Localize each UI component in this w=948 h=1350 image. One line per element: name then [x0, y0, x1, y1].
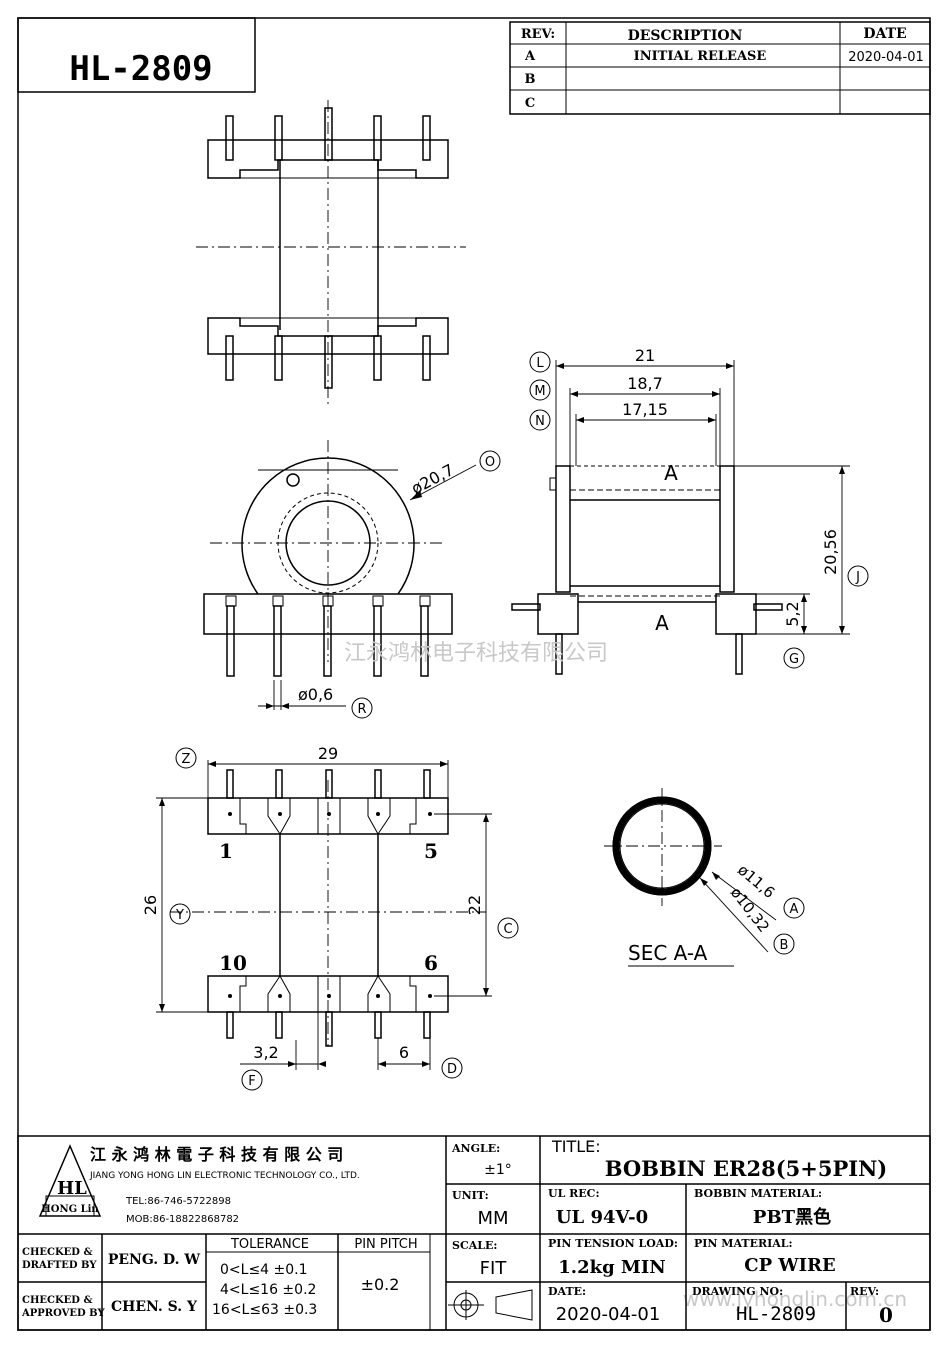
section-a-bottom: A [655, 611, 669, 635]
rev-row-a-date: 2020-04-01 [848, 50, 924, 65]
balloon-z: Z [182, 752, 191, 767]
section-a-top: A [664, 461, 678, 485]
dim-18-7: 18,7 [627, 374, 663, 393]
watermark-url: www.jyhonglin.com.cn [683, 1287, 907, 1311]
pin-10-label: 10 [219, 951, 247, 975]
balloon-g: G [789, 652, 799, 667]
ul-rec-value: UL 94V-0 [556, 1207, 648, 1228]
dim-26: 26 [141, 895, 160, 915]
balloon-y: Y [175, 908, 184, 923]
dim-22: 22 [465, 895, 484, 915]
logo-sub: HONG Lin [41, 1204, 99, 1215]
bobbin-material-label: BOBBIN MATERIAL: [694, 1187, 822, 1200]
tolerance-row-1: 0<L≤4 ±0.1 [220, 1262, 308, 1278]
pin-1-label: 1 [219, 839, 233, 863]
unit-label: UNIT: [452, 1189, 489, 1202]
company-logo: HL HONG Lin [38, 1144, 102, 1217]
balloon-m: M [534, 384, 545, 399]
balloon-a: A [790, 902, 799, 917]
part-number: HL-2809 [69, 49, 212, 89]
checked-approved-label-1: CHECKED & [22, 1295, 92, 1306]
dim-3-2: 3,2 [253, 1043, 278, 1062]
company-tel: TEL:86-746-5722898 [125, 1196, 231, 1207]
bottom-view: 1 5 10 6 29 26 22 3,2 [141, 744, 492, 1070]
company-name-cn: 江 永 鸿 林 電 子 科 技 有 限 公 司 [90, 1145, 343, 1164]
dim-6: 6 [399, 1043, 409, 1062]
rev-value: 0 [879, 1303, 893, 1327]
title-label: TITLE: [551, 1137, 601, 1156]
rev-label: REV: [850, 1285, 879, 1298]
tolerance-label: TOLERANCE [230, 1237, 309, 1252]
watermark-cn: 江永鸿林电子科技有限公司 [344, 641, 608, 666]
pin-material-label: PIN MATERIAL: [694, 1237, 793, 1250]
bobbin-material-value: PBT黑色 [753, 1206, 831, 1228]
balloons: L M N O J G R Z Y C F D A B [169, 351, 869, 1091]
drawing-no-value: HL-2809 [736, 1303, 816, 1325]
pin-material-value: CP WIRE [744, 1255, 835, 1276]
part-number-box: HL-2809 [17, 17, 256, 93]
revision-table: REV: DESCRIPTION DATE A INITIAL RELEASE … [509, 21, 931, 115]
scale-label: SCALE: [452, 1239, 497, 1252]
front-view: ø20,7 ø0,6 [203, 440, 477, 710]
tolerance-row-2: 4<L≤16 ±0.2 [220, 1282, 316, 1298]
angle-label: ANGLE: [451, 1142, 500, 1155]
rev-row-b: B [525, 72, 536, 87]
balloon-f: F [248, 1074, 255, 1089]
angle-value: ±1° [484, 1162, 512, 1178]
dim-17-15: 17,15 [622, 400, 668, 419]
section-a-a: ø11,6 ø10,32 SEC A-A [604, 788, 778, 967]
dim-29: 29 [318, 744, 338, 763]
company-name-en: JIANG YONG HONG LIN ELECTRONIC TECHNOLOG… [89, 1171, 360, 1181]
rev-row-a: A [524, 49, 536, 64]
checked-drafted-by: PENG. D. W [108, 1252, 201, 1268]
balloon-l: L [536, 356, 544, 371]
section-label: SEC A-A [628, 941, 708, 965]
pin-5-label: 5 [424, 839, 438, 863]
pin-6-label: 6 [424, 951, 438, 975]
scale-value: FIT [480, 1258, 508, 1279]
title-value: BOBBIN ER28(5+5PIN) [605, 1156, 887, 1181]
balloon-j: J [855, 570, 860, 585]
drawing-no-label: DRAWING NO: [692, 1285, 783, 1298]
date-value: 2020-04-01 [556, 1304, 661, 1325]
projection-symbol-icon [448, 1289, 533, 1321]
pin-pitch-value: ±0.2 [361, 1275, 400, 1294]
title-block: HL HONG Lin 江 永 鸿 林 電 子 科 技 有 限 公 司 JIAN… [17, 1135, 931, 1331]
checked-approved-by: CHEN. S. Y [111, 1299, 198, 1315]
logo-hl: HL [57, 1178, 87, 1199]
date-label: DATE: [548, 1285, 586, 1298]
checked-drafted-label-1: CHECKED & [22, 1247, 92, 1258]
dim-dia-0-6: ø0,6 [298, 685, 333, 704]
balloon-c: C [503, 922, 512, 937]
dim-20-56: 20,56 [821, 529, 840, 575]
dim-5-2: 5,2 [783, 601, 802, 626]
balloon-b: B [780, 938, 789, 953]
unit-value: MM [477, 1208, 508, 1229]
tolerance-row-3: 16<L≤63 ±0.3 [212, 1302, 317, 1318]
sheet-border [17, 17, 931, 1331]
balloon-n: N [535, 414, 545, 429]
balloon-r: R [357, 702, 366, 717]
dim-21: 21 [635, 346, 655, 365]
pin-tension-label: PIN TENSION LOAD: [548, 1237, 678, 1250]
pin-pitch-label: PIN PITCH [354, 1237, 417, 1252]
balloon-o: O [485, 455, 495, 470]
company-mob: MOB:86-18822868782 [126, 1214, 239, 1225]
top-view [196, 100, 466, 408]
checked-approved-label-2: APPROVED BY [21, 1308, 105, 1319]
balloon-d: D [447, 1062, 457, 1077]
ul-rec-label: UL REC: [548, 1187, 600, 1200]
rev-row-c: C [525, 96, 535, 111]
rev-row-a-description: INITIAL RELEASE [634, 49, 767, 64]
checked-drafted-label-2: DRAFTED BY [22, 1260, 97, 1271]
dim-dia-20-7: ø20,7 [408, 460, 457, 498]
pin-tension-value: 1.2kg MIN [558, 1257, 665, 1278]
description-header: DESCRIPTION [628, 28, 743, 44]
date-header: DATE [863, 26, 906, 42]
side-view: A A 21 18,7 17,15 20,56 5,2 [511, 346, 850, 675]
rev-header: REV: [521, 27, 555, 42]
